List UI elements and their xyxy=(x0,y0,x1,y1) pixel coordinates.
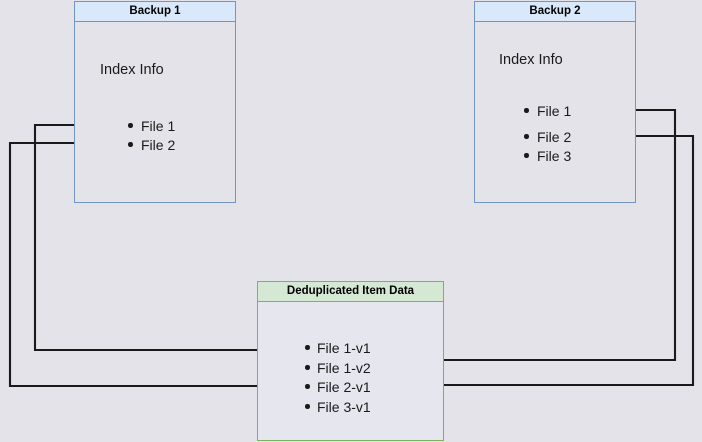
dedup-item-file1v1[interactable]: File 1-v1 xyxy=(317,340,371,356)
bullet-icon xyxy=(305,404,310,409)
dedup-item-file3v1[interactable]: File 3-v1 xyxy=(317,399,371,415)
backup2-item-file1[interactable]: File 1 xyxy=(537,103,572,119)
bullet-icon xyxy=(524,108,529,113)
backup1-item-file1[interactable]: File 1 xyxy=(141,118,176,134)
backup2-item-file3[interactable]: File 3 xyxy=(537,148,572,164)
backup1-box-header[interactable]: Backup 1 xyxy=(74,1,236,22)
backup1-title: Backup 1 xyxy=(129,4,181,17)
bullet-icon xyxy=(128,123,133,128)
bullet-icon xyxy=(524,134,529,139)
bullet-icon xyxy=(305,365,310,370)
backup1-box-body xyxy=(74,21,236,203)
backup1-item-file2[interactable]: File 2 xyxy=(141,137,176,153)
bullet-icon xyxy=(305,345,310,350)
backup2-box-header[interactable]: Backup 2 xyxy=(474,1,636,22)
dedup-item-file2v1[interactable]: File 2-v1 xyxy=(317,379,371,395)
backup2-title: Backup 2 xyxy=(529,4,581,17)
dedup-box-header[interactable]: Deduplicated Item Data xyxy=(257,281,444,302)
bullet-icon xyxy=(128,142,133,147)
backup2-index-info-label: Index Info xyxy=(499,52,563,68)
dedup-box-body xyxy=(257,302,444,441)
backup2-box-body xyxy=(474,21,636,203)
dedup-title: Deduplicated Item Data xyxy=(286,284,415,297)
bullet-icon xyxy=(524,153,529,158)
bullet-icon xyxy=(305,384,310,389)
backup1-index-info-label: Index Info xyxy=(100,62,164,78)
dedup-item-file1v2[interactable]: File 1-v2 xyxy=(317,360,371,376)
backup2-item-file2[interactable]: File 2 xyxy=(537,129,572,145)
